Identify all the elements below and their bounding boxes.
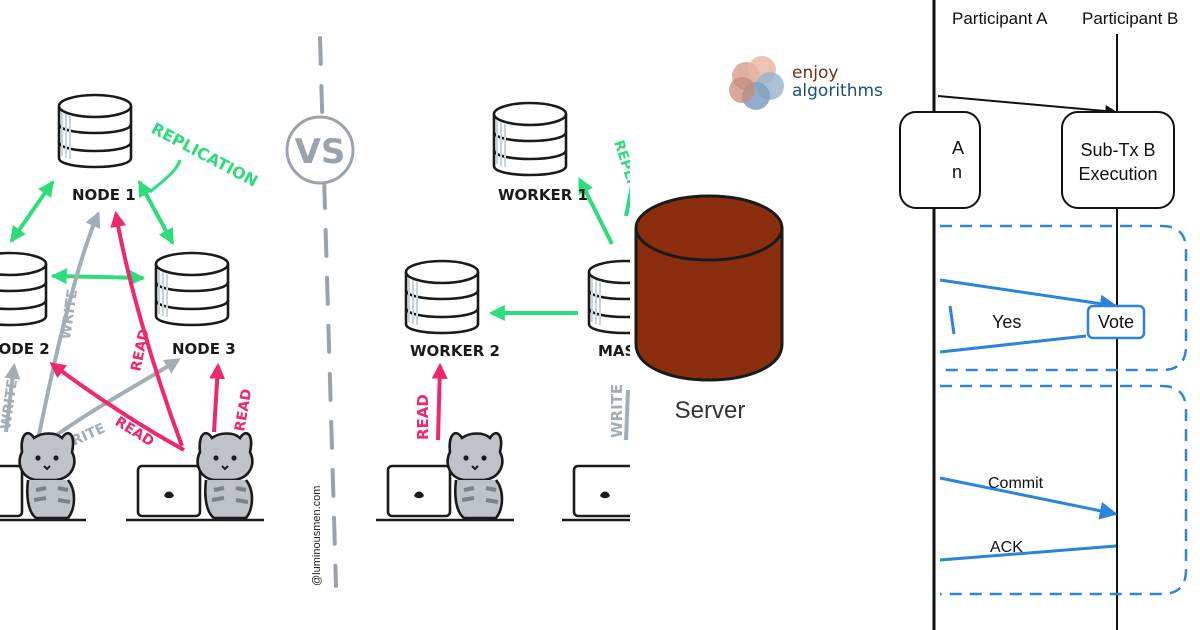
ack-label: ACK: [990, 539, 1023, 556]
middle-panel: WORKER 1 WORKER 2 MASTER READ WRITE REPL…: [374, 0, 930, 630]
read-label-c: READ: [232, 388, 255, 433]
yes-label: Yes: [992, 312, 1021, 332]
server-label: Server: [675, 397, 746, 424]
write-label-a: WRITE: [58, 288, 81, 340]
enjoyalgorithms-logo: enjoy algorithms: [729, 56, 883, 110]
vote-phase-frame: [940, 224, 1188, 372]
sub-tx-b-line1: Sub-Tx B: [1080, 140, 1155, 160]
logo-line1: enjoy: [792, 63, 838, 83]
right-panel: Participant A Participant B A n Sub-Tx B…: [899, 0, 1188, 630]
sub-tx-a-box: [899, 111, 981, 209]
sub-tx-b-line2: Execution: [1078, 164, 1157, 184]
node1-database-icon: [57, 93, 133, 169]
commit-phase-frame: [940, 384, 1188, 596]
write-label: WRITE: [608, 384, 626, 438]
incoming-arrow: [937, 95, 1118, 118]
server-database-icon: [634, 194, 784, 382]
sub-tx-a-line2: n: [952, 162, 962, 182]
logo-line2: algorithms: [792, 81, 883, 101]
arrow-node1-node2: [10, 180, 54, 243]
credit-label: @luminousmen.com: [311, 486, 323, 586]
arrow-read-node3: [209, 362, 226, 433]
arrow-write-node2: [4, 362, 21, 433]
sub-tx-b-box: [1061, 111, 1175, 209]
node3-label: NODE 3: [172, 340, 236, 358]
read-label: READ: [414, 394, 432, 440]
ack-arrow: [939, 544, 1117, 562]
participant-a-label: Participant A: [952, 9, 1048, 28]
sub-tx-a-line1: A: [952, 138, 964, 158]
cat-user-icon: [374, 431, 516, 522]
node3-database-icon: [154, 251, 230, 327]
arrow-node1-node3: [138, 180, 174, 245]
arrow-read-worker2: [431, 362, 448, 441]
yes-arrow: [939, 334, 1087, 354]
vote-label: Vote: [1098, 312, 1134, 332]
vs-divider: VS @luminousmen.com: [285, 36, 355, 588]
node2-label: NODE 2: [0, 340, 50, 358]
vs-label: VS: [295, 132, 346, 172]
node2-database-icon: [0, 251, 48, 327]
worker2-label: WORKER 2: [410, 342, 500, 360]
arrow-read-node2: [49, 362, 185, 452]
arrow-node2-node3: [50, 268, 146, 286]
vote-box: [1086, 304, 1146, 340]
arrow-master-worker1: [578, 177, 614, 245]
prepare-arrow: [939, 278, 1118, 313]
cat-user-icon: [0, 431, 88, 522]
write-label-c: WRITE: [0, 378, 21, 430]
commit-arrow: [939, 476, 1118, 520]
arrow-write-node1: [36, 211, 101, 441]
worker2-database-icon: [404, 259, 480, 335]
arrow-write-node3: [42, 358, 181, 446]
left-panel: NODE 1 NODE 2 NODE 3 REPLICATION WRITE W…: [0, 93, 266, 522]
arrow-read-node1: [110, 210, 184, 447]
worker1-database-icon: [492, 101, 568, 177]
commit-label: Commit: [988, 475, 1044, 492]
replication-tick: [149, 159, 182, 194]
participant-b-label: Participant B: [1082, 9, 1178, 28]
worker1-label: WORKER 1: [498, 186, 588, 204]
node1-label: NODE 1: [72, 186, 136, 204]
